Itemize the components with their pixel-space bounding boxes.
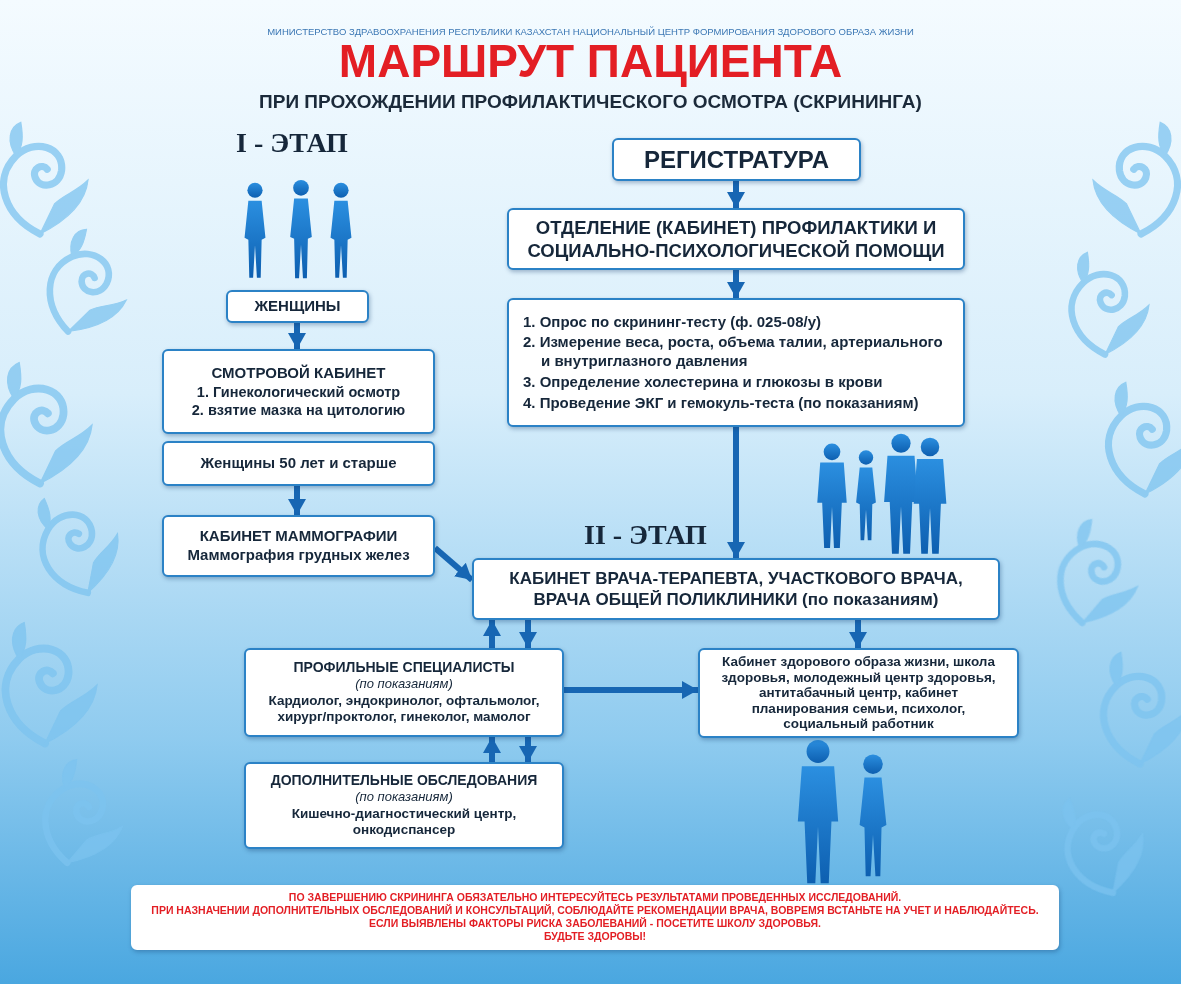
healthy-life-box: Кабинет здорового образа жизни, школа зд… [698, 648, 1019, 738]
flow-arrow [525, 737, 531, 762]
flow-arrow [525, 620, 531, 648]
flow-arrow [294, 486, 300, 515]
flow-arrow [733, 427, 739, 558]
box-subtext: 2. взятие мазка на цитологию [174, 401, 423, 419]
flow-arrow [435, 548, 472, 580]
ornament [0, 122, 1181, 901]
box-text: РЕГИСТРАТУРА [624, 145, 849, 175]
department-box: ОТДЕЛЕНИЕ (КАБИНЕТ) ПРОФИЛАКТИКИ И СОЦИА… [507, 208, 965, 270]
box-subtext: 4. Проведение ЭКГ и гемокуль-теста (по п… [523, 394, 951, 413]
flow-arrow [564, 687, 698, 693]
exams-box: ДОПОЛНИТЕЛЬНЫЕ ОБСЛЕДОВАНИЯ(по показания… [244, 762, 564, 849]
box-subtext: 2. Измерение веса, роста, объема талии, … [523, 333, 951, 371]
group-box: ЖЕНЩИНЫ [226, 290, 369, 323]
poster-title: МАРШРУТ ПАЦИЕНТА [0, 36, 1181, 87]
flow-arrow [489, 620, 495, 648]
box-text: СМОТРОВОЙ КАБИНЕТ [174, 364, 423, 383]
box-text: ОТДЕЛЕНИЕ (КАБИНЕТ) ПРОФИЛАКТИКИ И СОЦИА… [519, 216, 953, 262]
doctor-box: КАБИНЕТ ВРАЧА-ТЕРАПЕВТА, УЧАСТКОВОГО ВРА… [472, 558, 1000, 620]
box-subtext: Кардиолог, эндокринолог, офтальмолог, хи… [256, 693, 552, 727]
note-box: ПО ЗАВЕРШЕНИЮ СКРИНИНГА ОБЯЗАТЕЛЬНО ИНТЕ… [131, 885, 1059, 950]
flow-arrow [294, 323, 300, 349]
room-box: СМОТРОВОЙ КАБИНЕТ1. Гинекологический осм… [162, 349, 435, 434]
registry-box: РЕГИСТРАТУРА [612, 138, 861, 181]
box-text: КАБИНЕТ МАММОГРАФИИ [174, 527, 423, 546]
flow-arrow [733, 270, 739, 298]
box-text: Кабинет здорового образа жизни, школа зд… [710, 654, 1007, 732]
box-text: ПО ЗАВЕРШЕНИЮ СКРИНИНГА ОБЯЗАТЕЛЬНО ИНТЕ… [141, 891, 1049, 904]
box-subtext: ПРИ НАЗНАЧЕНИИ ДОПОЛНИТЕЛЬНЫХ ОБСЛЕДОВАН… [141, 904, 1049, 917]
box-text: Женщины 50 лет и старше [174, 454, 423, 473]
flow-arrow [489, 737, 495, 762]
box-subtext: (по показаниям) [256, 676, 552, 692]
room-box: КАБИНЕТ МАММОГРАФИИМаммография грудных ж… [162, 515, 435, 577]
header-line: МИНИСТЕРСТВО ЗДРАВООХРАНЕНИЯ РЕСПУБЛИКИ … [0, 27, 1181, 37]
box-subtext: ЕСЛИ ВЫЯВЛЕНЫ ФАКТОРЫ РИСКА ЗАБОЛЕВАНИЙ … [141, 917, 1049, 930]
box-subtext: БУДЬТЕ ЗДОРОВЫ! [141, 930, 1049, 943]
stage-label: I - ЭТАП [236, 128, 348, 159]
specialists-box: ПРОФИЛЬНЫЕ СПЕЦИАЛИСТЫ(по показаниям)Кар… [244, 648, 564, 737]
box-subtext: 1. Гинекологический осмотр [174, 383, 423, 401]
box-text: ПРОФИЛЬНЫЕ СПЕЦИАЛИСТЫ [256, 659, 552, 677]
box-subtext: Маммография грудных желез [174, 546, 423, 565]
box-subtext: 3. Определение холестерина и глюкозы в к… [523, 373, 951, 392]
box-text: 1. Опрос по скрининг-тесту (ф. 025-08/у) [523, 313, 951, 332]
subtitle: ПРИ ПРОХОЖДЕНИИ ПРОФИЛАКТИЧЕСКОГО ОСМОТР… [0, 92, 1181, 113]
flow-arrow [855, 620, 861, 648]
box-text: КАБИНЕТ ВРАЧА-ТЕРАПЕВТА, УЧАСТКОВОГО ВРА… [484, 568, 988, 611]
flow-arrow [733, 181, 739, 208]
stage-label: II - ЭТАП [584, 520, 707, 551]
box-text: ЖЕНЩИНЫ [238, 297, 357, 316]
box-subtext: (по показаниям) [256, 789, 552, 805]
box-subtext: Кишечно-диагностический центр, онкодиспа… [256, 806, 552, 840]
condition-box: Женщины 50 лет и старше [162, 441, 435, 486]
checklist-box: 1. Опрос по скрининг-тесту (ф. 025-08/у)… [507, 298, 965, 427]
box-text: ДОПОЛНИТЕЛЬНЫЕ ОБСЛЕДОВАНИЯ [256, 772, 552, 790]
